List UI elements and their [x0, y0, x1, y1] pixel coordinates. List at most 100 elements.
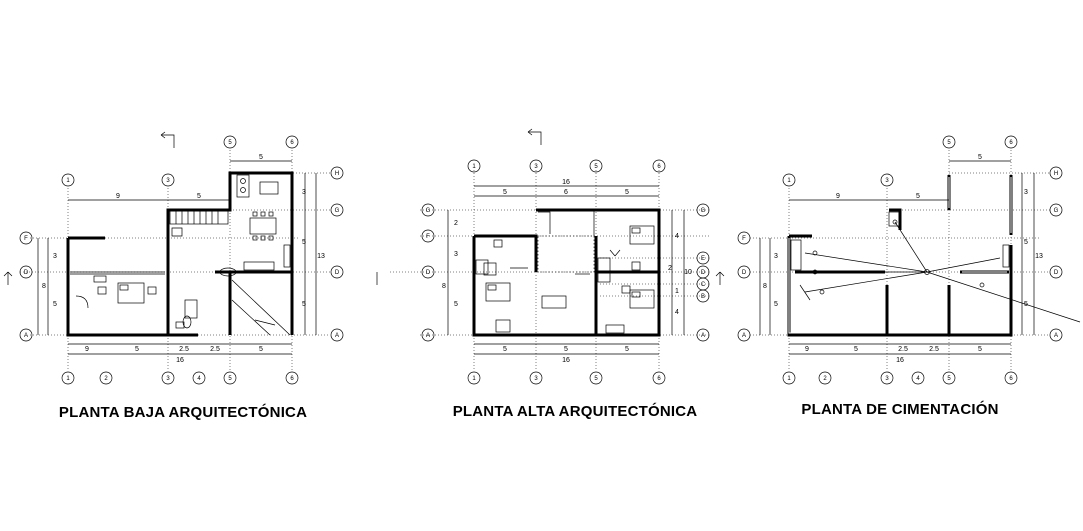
- dim-top: 6: [564, 189, 568, 196]
- axis-top-label: 1: [472, 164, 476, 170]
- axis-right-label: A: [701, 333, 705, 339]
- dim-left: 3: [774, 253, 778, 260]
- plan-title: PLANTA ALTA ARQUITECTÓNICA: [453, 402, 698, 420]
- plan-planta-cimentacion: 1 3 5 6 1 2 3 4 5 6 F D A H G D A 9 5 5 …: [737, 135, 1081, 418]
- dimension-lines: [759, 160, 1035, 355]
- dim-bottom: 2.5: [210, 346, 220, 353]
- axis-right-label: D: [335, 270, 340, 276]
- dimension-labels: 9 5 5 9 5 2.5 2.5 5 16 3 5 8 3 5 5 13: [763, 154, 1043, 364]
- axis-left-label: D: [742, 270, 747, 276]
- axis-top-label: 6: [657, 164, 661, 170]
- axis-top-label: 3: [534, 164, 538, 170]
- axis-top-label: 6: [1009, 140, 1013, 146]
- dim-right: 3: [302, 189, 306, 196]
- dim-top: 5: [503, 189, 507, 196]
- axis-bottom-label: 6: [290, 376, 294, 382]
- axis-bubbles: [19, 135, 344, 385]
- dim-top-total: 16: [562, 179, 570, 186]
- dim-right: 1: [675, 288, 679, 295]
- axis-left-label: D: [24, 270, 29, 276]
- dim-left: 3: [454, 251, 458, 258]
- dim-bottom: 9: [805, 346, 809, 353]
- axis-top-label: 3: [166, 178, 170, 184]
- axis-right-label: A: [1054, 333, 1058, 339]
- axis-right-label: C: [701, 282, 706, 288]
- dim-bottom: 5: [135, 346, 139, 353]
- dim-left: 5: [454, 301, 458, 308]
- dim-right: 5: [1024, 301, 1028, 308]
- dim-right-total: 10: [684, 269, 692, 276]
- dim-bottom: 9: [85, 346, 89, 353]
- axis-top-label: 5: [947, 140, 951, 146]
- plan-planta-baja: 1 3 5 6 1 2 3 4 5 6 F D A H G D A 9 5 5 …: [19, 135, 344, 421]
- axis-left-label: A: [742, 333, 746, 339]
- axis-bottom-label: 4: [197, 376, 201, 382]
- dim-top: 5: [197, 193, 201, 200]
- axis-right-label: G: [335, 208, 340, 214]
- dim-top: 5: [916, 193, 920, 200]
- dim-right: 5: [1024, 239, 1028, 246]
- dim-left: 2: [454, 220, 458, 227]
- axis-right-label: G: [701, 208, 706, 214]
- dim-left-total: 8: [442, 283, 446, 290]
- dimension-labels: 16 5 6 5 5 5 5 16 2 3 5 8 4 2 1 4 10: [442, 179, 692, 364]
- axis-labels: 1 3 5 6 1 2 3 4 5 6 F D A H G D A: [742, 140, 1059, 382]
- axis-top-label: 1: [787, 178, 791, 184]
- walls: [66, 171, 294, 337]
- dimension-lines: [447, 185, 685, 355]
- dim-bottom: 5: [978, 346, 982, 353]
- axis-right-label: A: [335, 333, 339, 339]
- dim-bottom: 5: [564, 346, 568, 353]
- dim-right: 4: [675, 309, 679, 316]
- dim-right: 3: [1024, 189, 1028, 196]
- axis-bottom-label: 2: [823, 376, 827, 382]
- grid-lines: [390, 170, 710, 370]
- axis-bottom-label: 3: [534, 376, 538, 382]
- axis-right-label: B: [701, 294, 705, 300]
- dim-bottom: 5: [503, 346, 507, 353]
- axis-right-label: D: [701, 270, 706, 276]
- axis-bottom-label: 4: [916, 376, 920, 382]
- axis-bottom-label: 1: [787, 376, 791, 382]
- axis-left-label: F: [24, 236, 28, 242]
- dim-bottom: 2.5: [898, 346, 908, 353]
- dim-top: 5: [625, 189, 629, 196]
- dim-top: 9: [836, 193, 840, 200]
- axis-right-label: G: [1054, 208, 1059, 214]
- axis-left-label: A: [426, 333, 430, 339]
- plan-title: PLANTA DE CIMENTACIÓN: [801, 400, 998, 418]
- walls: [472, 208, 661, 337]
- axis-top-label: 5: [228, 140, 232, 146]
- furniture: [75, 174, 291, 329]
- plan-title: PLANTA BAJA ARQUITECTÓNICA: [59, 403, 307, 421]
- axis-right-label: H: [1054, 171, 1058, 177]
- dim-bottom-total: 16: [176, 357, 184, 364]
- dim-left-total: 8: [42, 283, 46, 290]
- dim-top: 9: [116, 193, 120, 200]
- axis-bottom-label: 3: [166, 376, 170, 382]
- axis-bottom-label: 5: [594, 376, 598, 382]
- axis-right-label: E: [701, 256, 705, 262]
- dim-top: 5: [259, 154, 263, 161]
- axis-left-label: D: [426, 270, 431, 276]
- dim-right: 5: [302, 239, 306, 246]
- axis-bottom-label: 1: [472, 376, 476, 382]
- dim-right-total: 13: [317, 253, 325, 260]
- dim-right: 2: [668, 265, 672, 272]
- dim-bottom: 5: [625, 346, 629, 353]
- axis-bottom-label: 5: [228, 376, 232, 382]
- dim-bottom: 5: [259, 346, 263, 353]
- axis-bottom-label: 2: [104, 376, 108, 382]
- dim-right: 4: [675, 233, 679, 240]
- axis-labels: 1 3 5 6 1 3 5 6 G F D A G E D C B A: [426, 164, 706, 382]
- axis-bottom-label: 6: [657, 376, 661, 382]
- dim-left: 5: [774, 301, 778, 308]
- axis-bottom-label: 3: [885, 376, 889, 382]
- section-cut-markers: [3, 128, 725, 285]
- foundation-beams: [787, 175, 1013, 337]
- axis-left-label: A: [24, 333, 28, 339]
- dim-top: 5: [978, 154, 982, 161]
- axis-left-label: G: [426, 208, 431, 214]
- dim-bottom-total: 16: [896, 357, 904, 364]
- dim-bottom: 2.5: [179, 346, 189, 353]
